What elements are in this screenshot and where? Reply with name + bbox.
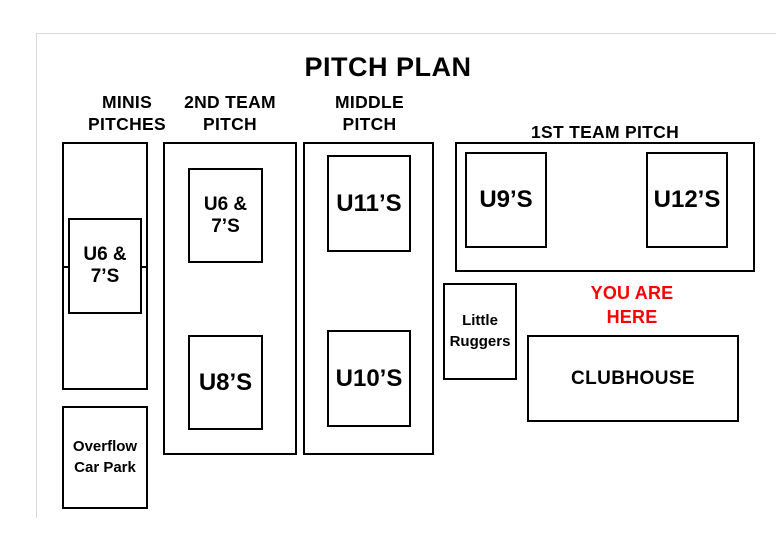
minis-u6-7s-line1: U6 &: [83, 244, 127, 265]
middle-u10s-box: U10’S: [327, 330, 411, 427]
header-minis-line2: PITCHES: [88, 113, 166, 134]
header-second-team-pitch: 2ND TEAM PITCH: [155, 92, 305, 136]
middle-u11s-label: U11’S: [336, 189, 402, 217]
second-team-u6-7s-box: U6 & 7’S: [188, 168, 263, 263]
first-team-u9s-box: U9’S: [465, 152, 547, 248]
little-ruggers-line2: Ruggers: [449, 332, 511, 350]
minis-u6-7s-box: U6 & 7’S: [68, 218, 142, 314]
second-team-u8s-box: U8’S: [188, 335, 263, 430]
middle-u11s-box: U11’S: [327, 155, 411, 252]
clubhouse-label: CLUBHOUSE: [571, 367, 695, 389]
you-are-here-line2: HERE: [606, 307, 658, 328]
overflow-car-park-box: Overflow Car Park: [62, 406, 148, 509]
overflow-line2: Car Park: [74, 458, 136, 476]
clubhouse-box: CLUBHOUSE: [527, 335, 739, 422]
header-first-team-pitch: 1ST TEAM PITCH: [530, 122, 680, 142]
page-title: PITCH PLAN: [304, 52, 472, 82]
header-middle-line2: PITCH: [342, 113, 397, 134]
header-middle-line1: MIDDLE: [335, 92, 404, 112]
header-middle-pitch: MIDDLE PITCH: [302, 92, 437, 136]
second-u8s-label: U8’S: [198, 368, 253, 396]
header-minis-line1: MINIS: [101, 92, 153, 112]
you-are-here-line1: YOU ARE: [590, 283, 674, 303]
header-minis-pitches: MINIS PITCHES: [57, 92, 197, 136]
first-u12s-label: U12’S: [653, 186, 721, 213]
second-u6-7s-line1: U6 &: [203, 193, 248, 215]
little-ruggers-line1: Little: [462, 312, 498, 330]
middle-u10s-label: U10’S: [335, 364, 403, 392]
header-second-team-line1: 2ND TEAM: [184, 92, 276, 112]
header-second-team-line2: PITCH: [203, 113, 257, 134]
little-ruggers-box: Little Ruggers: [443, 283, 517, 380]
second-u6-7s-line2: 7’S: [211, 215, 240, 237]
minis-u6-7s-line2: 7’S: [90, 266, 120, 287]
you-are-here-annotation: YOU ARE HERE: [527, 281, 737, 330]
first-team-u12s-box: U12’S: [646, 152, 728, 248]
first-u9s-label: U9’S: [479, 186, 533, 213]
overflow-line1: Overflow: [72, 438, 138, 456]
